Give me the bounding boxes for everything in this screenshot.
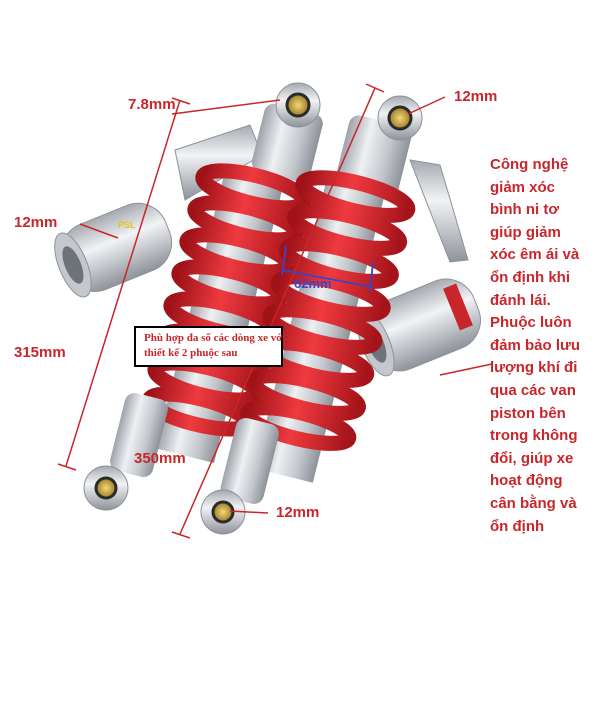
dim-315-line	[65, 99, 181, 467]
description-line: Phuộc luôn	[490, 314, 572, 332]
label-top-eye-7-8mm: 7.8mm	[128, 96, 176, 113]
left-nitrogen-reservoir	[54, 202, 173, 298]
label-spring-diameter-62mm: 62mm	[294, 276, 332, 291]
right-reservoir-bracket	[409, 159, 469, 263]
arrow-7-8mm	[171, 99, 281, 115]
description-line: ổn định	[490, 517, 545, 535]
reservoir-logo-text: PSL	[118, 220, 136, 230]
note-line: thiết kế 2 phuộc sau	[144, 347, 238, 359]
product-description: Công nghệ giảm xóc bình ni tơ giúp giảm …	[490, 154, 598, 538]
arrow-right-reservoir	[439, 363, 493, 376]
arrow-left-12mm	[79, 223, 119, 239]
description-line: cân bằng và	[490, 494, 577, 512]
description-line: giảm xóc	[490, 178, 556, 196]
description-line: đổi, giúp xe	[490, 449, 574, 467]
description-line: piston bên	[490, 404, 566, 422]
dim-350-line	[179, 87, 376, 535]
label-top-eye-12mm: 12mm	[454, 88, 498, 105]
description-line: xóc êm ái và	[490, 246, 580, 264]
label-bottom-eye-12mm: 12mm	[276, 504, 320, 521]
description-line: giúp giảm	[490, 223, 561, 241]
description-line: hoạt động	[490, 472, 563, 490]
description-line: lượng khí đi	[490, 359, 578, 377]
arrow-top-12mm	[407, 96, 446, 115]
description-line: ổn định khi	[490, 268, 570, 286]
description-line: trong không	[490, 427, 578, 445]
description-line: đảm bảo lưu	[490, 336, 581, 354]
description-line: đánh lái.	[490, 291, 551, 309]
arrow-bottom-12mm	[229, 510, 269, 514]
spring-diameter-mark	[281, 245, 374, 293]
left-lower-body	[110, 392, 168, 478]
label-length-350mm: 350mm	[134, 450, 186, 467]
right-shock	[200, 95, 481, 535]
note-line: Phù hợp đa số các dòng xe với	[144, 332, 286, 344]
label-reservoir-12mm: 12mm	[14, 214, 58, 231]
description-line: qua các van	[490, 381, 576, 399]
description-line: Công nghệ	[490, 156, 569, 173]
label-length-315mm: 315mm	[14, 344, 66, 361]
description-line: bình ni tơ	[490, 201, 559, 219]
compatibility-note-box: Phù hợp đa số các dòng xe với thiết kế 2…	[134, 326, 286, 367]
dimension-lines	[57, 83, 493, 539]
right-lower-body	[220, 417, 279, 504]
